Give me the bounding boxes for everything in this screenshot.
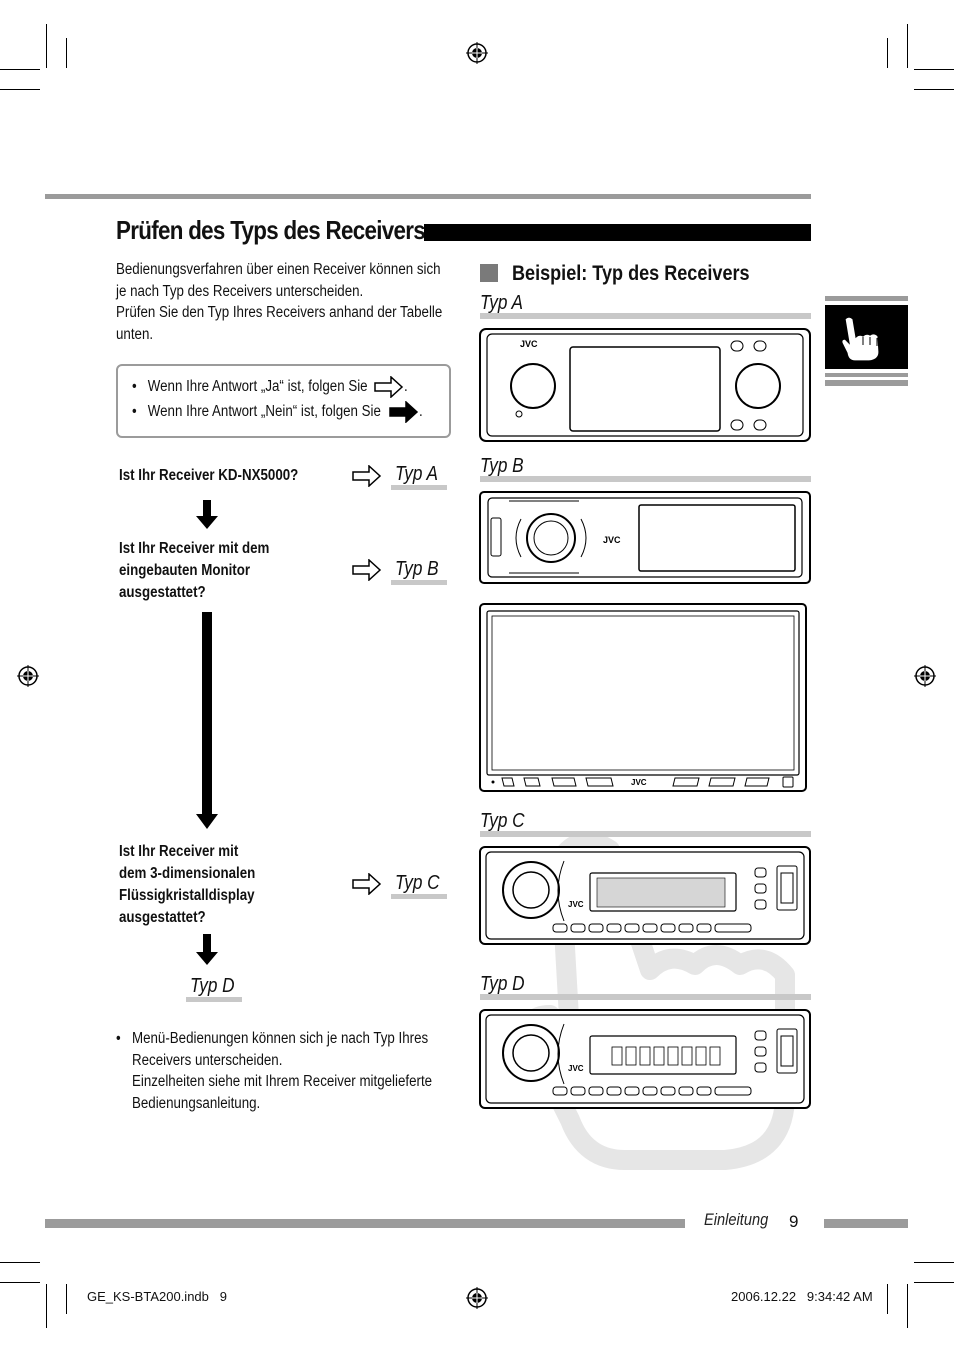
label-bar (186, 997, 242, 1002)
question-2-line: ausgestattet? (119, 584, 206, 601)
question-3: Ist Ihr Receiver mit dem 3-dimensionalen… (119, 841, 255, 929)
hand-pointing-icon (841, 316, 880, 362)
page-number: 9 (789, 1212, 799, 1231)
example-typ-d-label: Typ D (480, 973, 525, 995)
receiver-typ-b-image: JVC (479, 491, 811, 584)
legend-yes-text: Wenn Ihre Antwort „Ja“ ist, folgen Sie (147, 378, 368, 395)
print-timestamp: 2006.12.22 9:34:42 AM (731, 1289, 873, 1304)
intro-line: unten. (116, 325, 154, 343)
outline-arrow-icon (352, 465, 382, 487)
receiver-typ-d-image: JVC (479, 1009, 811, 1109)
brand-label: JVC (568, 1064, 584, 1073)
question-3-line: ausgestattet? (119, 909, 206, 926)
legend-no-text: Wenn Ihre Antwort „Nein“ ist, folgen Sie (147, 403, 381, 420)
brand-label: JVC (631, 778, 647, 787)
intro-paragraph: Bedienungsverfahren über einen Receiver … (116, 259, 442, 345)
outline-arrow-icon (374, 376, 404, 398)
result-typ-c: Typ C (391, 871, 447, 899)
legend-end: . (419, 403, 423, 420)
receiver-monitor-image: JVC (479, 603, 807, 792)
note-line: Menü-Bedienungen können sich je nach Typ… (132, 1030, 429, 1047)
result-typ-a-label: Typ A (395, 463, 439, 485)
note-line: Bedienungsanleitung. (132, 1094, 261, 1112)
legend-box (116, 364, 451, 438)
registration-mark-icon (466, 1287, 488, 1309)
label-bar (391, 485, 447, 490)
example-label-bar (480, 313, 811, 319)
result-typ-d: Typ D (186, 974, 242, 1002)
result-typ-d-label: Typ D (190, 975, 235, 997)
example-label-bar (480, 831, 811, 837)
print-file-info: GE_KS-BTA200.indb 9 (87, 1289, 227, 1304)
section-tab (825, 296, 908, 392)
legend-end: . (404, 378, 408, 395)
note-bullet: • (116, 1030, 121, 1047)
example-label-bar (480, 476, 811, 482)
receiver-typ-c-image: JVC (479, 846, 811, 945)
long-down-arrow-icon (196, 612, 218, 829)
brand-label: JVC (520, 339, 538, 349)
question-3-line: Flüssigkristalldisplay (119, 887, 255, 904)
note-line: Receivers unterscheiden. (132, 1051, 283, 1069)
footer-section: Einleitung (704, 1210, 769, 1229)
solid-arrow-icon (389, 401, 419, 423)
question-3-line: dem 3-dimensionalen (119, 865, 256, 882)
legend-no: • Wenn Ihre Antwort „Nein“ ist, folgen S… (132, 401, 381, 423)
brand-label: JVC (603, 535, 621, 545)
registration-mark-icon (17, 665, 39, 687)
outline-arrow-icon (352, 559, 382, 581)
question-3-line: Ist Ihr Receiver mit (119, 843, 239, 860)
receiver-typ-a-image: JVC (479, 328, 811, 442)
down-arrow-icon (196, 934, 218, 965)
result-typ-a: Typ A (391, 462, 447, 490)
footer-rule-right (824, 1219, 908, 1228)
example-typ-c-label: Typ C (480, 810, 525, 832)
top-rule (45, 194, 811, 199)
label-bar (391, 580, 447, 585)
legend-yes: • Wenn Ihre Antwort „Ja“ ist, folgen Sie (132, 376, 368, 398)
brand-label: JVC (568, 900, 584, 909)
intro-line: Prüfen Sie den Typ Ihres Receivers anhan… (116, 304, 443, 321)
example-label-bar (480, 994, 811, 1000)
result-typ-b: Typ B (391, 557, 447, 585)
down-arrow-icon (196, 500, 218, 529)
intro-line: Bedienungsverfahren über einen Receiver … (116, 261, 441, 278)
result-typ-c-label: Typ C (395, 872, 440, 894)
registration-mark-icon (466, 42, 488, 64)
example-typ-b-label: Typ B (480, 455, 524, 477)
result-typ-b-label: Typ B (395, 558, 439, 580)
hand-watermark-icon (519, 832, 795, 1170)
example-heading-square (480, 264, 498, 282)
footer-rule-left (45, 1219, 685, 1228)
question-2-line: Ist Ihr Receiver mit dem (119, 540, 270, 557)
question-1: Ist Ihr Receiver KD-NX5000? (119, 467, 299, 484)
note-line: Einzelheiten siehe mit Ihrem Receiver mi… (132, 1073, 433, 1090)
outline-arrow-icon (352, 873, 382, 895)
intro-line: je nach Typ des Receivers unterscheiden. (116, 282, 364, 300)
question-2-line: eingebauten Monitor (119, 562, 251, 579)
question-2: Ist Ihr Receiver mit dem eingebauten Mon… (119, 538, 269, 604)
bullet: • (132, 378, 137, 395)
example-typ-a-label: Typ A (480, 292, 524, 314)
label-bar (391, 894, 447, 899)
bullet: • (132, 403, 137, 420)
example-heading: Beispiel: Typ des Receivers (512, 262, 750, 285)
page-title: Prüfen des Typs des Receivers (116, 215, 426, 245)
registration-mark-icon (914, 665, 936, 687)
note-paragraph: Menü-Bedienungen können sich je nach Typ… (132, 1028, 432, 1114)
title-bar (424, 224, 811, 241)
